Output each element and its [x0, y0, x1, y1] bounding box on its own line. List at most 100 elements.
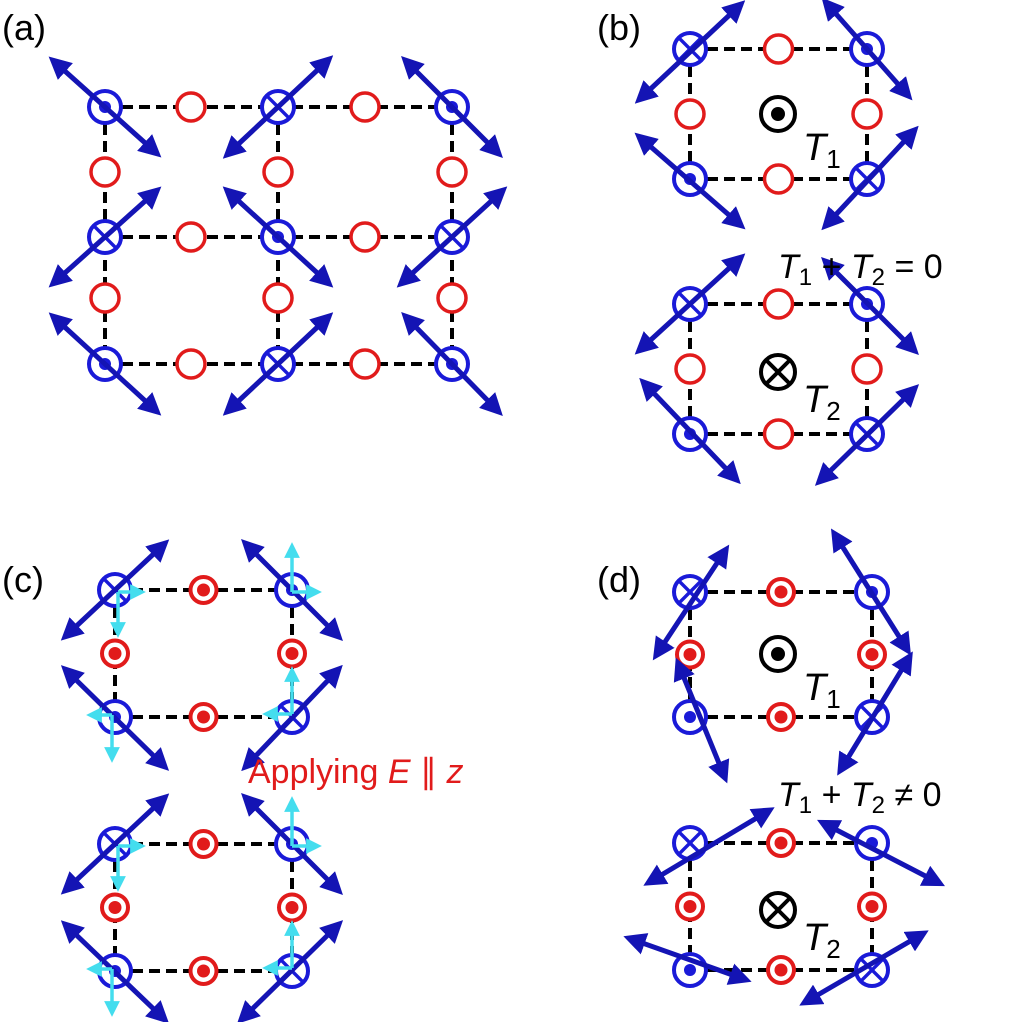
atom-dot	[285, 901, 299, 914]
polarized-oxygen-atom	[675, 639, 705, 670]
oxygen-atom	[436, 282, 468, 314]
atom-dot	[774, 710, 788, 724]
oxygen-atom	[349, 91, 381, 123]
oxygen-atom	[175, 91, 207, 123]
atom-dot	[197, 837, 210, 851]
torque-sum-equation-b: T1 + T2 = 0	[778, 248, 943, 291]
polarized-oxygen-atom	[277, 892, 307, 923]
atom-dot	[197, 710, 210, 724]
polarized-oxygen-atom	[766, 955, 796, 985]
spin-arrow	[48, 312, 162, 416]
torque-label-b1: T1	[803, 127, 841, 174]
polarized-oxygen-atom	[188, 702, 219, 732]
spin-arrow	[241, 664, 343, 772]
spin-arrow	[634, 0, 746, 104]
atom-dot	[108, 901, 122, 914]
spin-arrow	[652, 544, 730, 661]
atom-dot	[108, 647, 122, 660]
polarized-oxygen-atom	[188, 829, 219, 859]
polarized-oxygen-atom	[100, 892, 130, 923]
panel-label-b: (b)	[597, 7, 641, 48]
oxygen-atom	[762, 163, 795, 195]
polarized-oxygen-atom	[188, 956, 219, 986]
panel-label-a: (a)	[2, 7, 46, 48]
spin-arrow-layer	[48, 0, 945, 1022]
oxygen-atom	[262, 156, 294, 188]
polarized-oxygen-atom	[100, 638, 130, 669]
label-layer: (a) (b) (c) (d) T1 T2 T1	[2, 7, 943, 964]
oxygen-atom	[674, 353, 706, 385]
spin-arrow	[821, 0, 913, 101]
spin-down-atom	[672, 825, 708, 861]
oxygen-atom	[436, 156, 468, 188]
torque-down-icon	[759, 891, 797, 929]
oxygen-atom	[762, 418, 795, 450]
polarized-oxygen-atom	[857, 891, 887, 922]
atom-dot	[684, 964, 696, 976]
atom-dot	[684, 711, 696, 723]
oxygen-atom	[851, 98, 883, 130]
atom-dot	[865, 900, 879, 913]
spin-arrow	[639, 377, 741, 485]
panel-label-c: (c)	[2, 559, 44, 600]
panel-label-d: (d)	[597, 559, 641, 600]
atom-dot	[285, 647, 299, 660]
oxygen-atom	[349, 348, 381, 380]
spin-arrow	[396, 186, 508, 288]
spin-arrow	[623, 933, 752, 985]
torque-sum-equation-d: T1 + T2 ≠ 0	[778, 776, 942, 819]
spin-arrow	[236, 920, 344, 1022]
spin-arrow	[48, 186, 162, 288]
spin-arrow	[821, 257, 919, 355]
spin-arrow	[222, 186, 334, 288]
oxygen-atom	[762, 288, 795, 320]
oxygen-atom	[674, 98, 706, 130]
spin-arrow	[814, 384, 920, 486]
oxygen-atom	[851, 353, 883, 385]
spin-arrow	[48, 56, 162, 158]
oxygen-atom	[175, 348, 207, 380]
polarized-oxygen-atom	[675, 891, 705, 922]
atom-dot	[197, 964, 210, 978]
spin-arrow	[817, 819, 945, 887]
spin-arrow	[60, 539, 170, 641]
torque-up-icon	[759, 635, 797, 673]
oxygen-atom	[349, 221, 381, 253]
spin-arrow	[643, 807, 775, 886]
spin-arrow	[831, 528, 911, 656]
torque-down-icon	[759, 353, 797, 391]
atom-dot	[865, 648, 879, 661]
oxygen-atom	[89, 282, 121, 314]
atom-dot	[683, 900, 697, 913]
torque-label-d1: T1	[803, 667, 841, 714]
spin-arrow	[60, 793, 170, 895]
spin-arrow	[222, 312, 334, 416]
torque-label-b2: T2	[803, 379, 841, 426]
oxygen-atom	[262, 282, 294, 314]
atom-layer	[87, 31, 890, 989]
spin-arrow	[60, 665, 170, 771]
applied-field-label: Applying E ∥ z	[248, 753, 463, 791]
polarized-oxygen-atom	[188, 575, 219, 605]
atom-dot	[774, 836, 788, 850]
spin-arrow	[821, 125, 919, 231]
oxygen-atom	[175, 221, 207, 253]
atom-dot	[774, 963, 788, 977]
atom-dot	[683, 648, 697, 661]
polarized-oxygen-atom	[766, 702, 796, 732]
torque-label-d2: T2	[803, 917, 841, 964]
spin-arrow	[634, 132, 746, 230]
atom-dot	[197, 583, 210, 597]
oxygen-atom	[762, 33, 795, 65]
spin-arrow	[799, 930, 929, 1006]
polarized-oxygen-atom	[766, 828, 796, 858]
spin-arrow	[837, 651, 913, 776]
spin-arrow	[222, 55, 334, 159]
polarized-oxygen-atom	[857, 639, 887, 670]
torque-up-icon	[759, 95, 797, 133]
atom-dot	[774, 585, 788, 599]
bond-layer	[103, 47, 874, 973]
spin-arrow	[401, 56, 503, 158]
